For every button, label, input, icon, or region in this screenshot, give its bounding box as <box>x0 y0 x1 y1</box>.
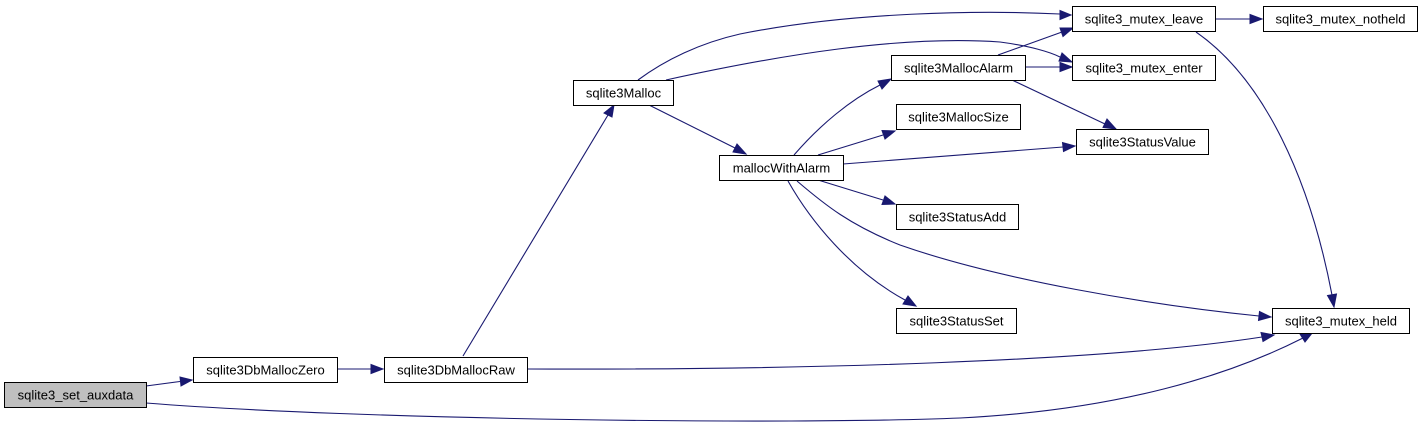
edge-mallocalarm-to-mutex-leave <box>997 27 1075 56</box>
node-label: sqlite3StatusSet <box>910 314 1004 329</box>
node-label: sqlite3_mutex_enter <box>1085 61 1203 76</box>
edge-mallocwithalarm-to-mutex-held <box>796 180 1273 322</box>
edge-mutex-leave-to-mutex-held <box>1195 31 1338 309</box>
node-box <box>719 155 844 181</box>
node-mutex-leave[interactable]: sqlite3_mutex_leave <box>1072 6 1216 32</box>
edge-set-auxdata-to-dbmalloczero <box>145 376 194 387</box>
node-label: mallocWithAlarm <box>733 161 831 176</box>
node-label: sqlite3_mutex_leave <box>1085 12 1204 27</box>
edge-mallocalarm-to-statusvalue <box>1011 79 1118 130</box>
node-mallocalarm[interactable]: sqlite3MallocAlarm <box>891 55 1026 81</box>
edge-mallocwithalarm-to-statusvalue <box>842 141 1077 165</box>
node-box <box>384 357 528 383</box>
node-mallocwithalarm[interactable]: mallocWithAlarm <box>719 155 844 181</box>
edges-layer <box>145 9 1338 422</box>
node-box <box>1076 129 1209 155</box>
node-set-auxdata[interactable]: sqlite3_set_auxdata <box>4 382 147 408</box>
node-label: sqlite3DbMallocZero <box>206 363 325 378</box>
node-box <box>4 382 147 408</box>
edge-malloc-to-mallocwithalarm <box>648 104 748 155</box>
edge-malloc-to-mutex-leave <box>637 9 1073 81</box>
node-label: sqlite3_mutex_held <box>1285 314 1397 329</box>
node-label: sqlite3DbMallocRaw <box>397 363 515 378</box>
edge-mallocwithalarm-to-statusset <box>787 180 918 307</box>
node-label: sqlite3MallocSize <box>908 110 1008 125</box>
node-box <box>1272 308 1410 334</box>
node-statusset[interactable]: sqlite3StatusSet <box>896 308 1017 334</box>
node-malloc[interactable]: sqlite3Malloc <box>573 80 674 106</box>
node-label: sqlite3MallocAlarm <box>904 61 1013 76</box>
node-dbmallocraw[interactable]: sqlite3DbMallocRaw <box>384 357 528 383</box>
node-label: sqlite3StatusAdd <box>909 210 1007 225</box>
node-dbmalloczero[interactable]: sqlite3DbMallocZero <box>193 357 338 383</box>
edge-malloc-to-mutex-enter <box>665 40 1074 81</box>
node-box <box>573 80 674 106</box>
edge-mallocwithalarm-to-mallocsize <box>817 129 897 156</box>
edge-mallocwithalarm-to-mallocalarm <box>793 78 893 156</box>
node-mutex-enter[interactable]: sqlite3_mutex_enter <box>1072 55 1216 81</box>
edge-mallocalarm-to-mutex-enter <box>1025 61 1074 73</box>
node-box <box>896 204 1019 230</box>
node-mallocsize[interactable]: sqlite3MallocSize <box>896 104 1021 130</box>
edge-mallocwithalarm-to-statusadd <box>817 179 897 206</box>
node-box <box>193 357 338 383</box>
edge-dbmallocraw-to-malloc <box>462 103 615 357</box>
node-label: sqlite3Malloc <box>586 86 662 101</box>
node-box <box>891 55 1026 81</box>
node-mutex-notheld[interactable]: sqlite3_mutex_notheld <box>1263 6 1418 32</box>
node-box <box>896 308 1017 334</box>
nodes-layer: sqlite3_set_auxdata sqlite3DbMallocZero sq… <box>4 6 1418 408</box>
node-label: sqlite3_set_auxdata <box>18 388 134 403</box>
edge-dbmallocraw-to-mutex-held <box>526 331 1276 370</box>
node-box <box>896 104 1021 130</box>
node-box <box>1072 6 1216 32</box>
edge-dbmalloczero-to-dbmallocraw <box>337 363 385 375</box>
node-box <box>1263 6 1418 32</box>
node-mutex-held[interactable]: sqlite3_mutex_held <box>1272 308 1410 334</box>
edge-mutex-leave-to-mutex-notheld <box>1215 13 1264 25</box>
node-statusadd[interactable]: sqlite3StatusAdd <box>896 204 1019 230</box>
node-label: sqlite3_mutex_notheld <box>1275 12 1405 27</box>
node-label: sqlite3StatusValue <box>1089 135 1196 150</box>
node-box <box>1072 55 1216 81</box>
node-statusvalue[interactable]: sqlite3StatusValue <box>1076 129 1209 155</box>
